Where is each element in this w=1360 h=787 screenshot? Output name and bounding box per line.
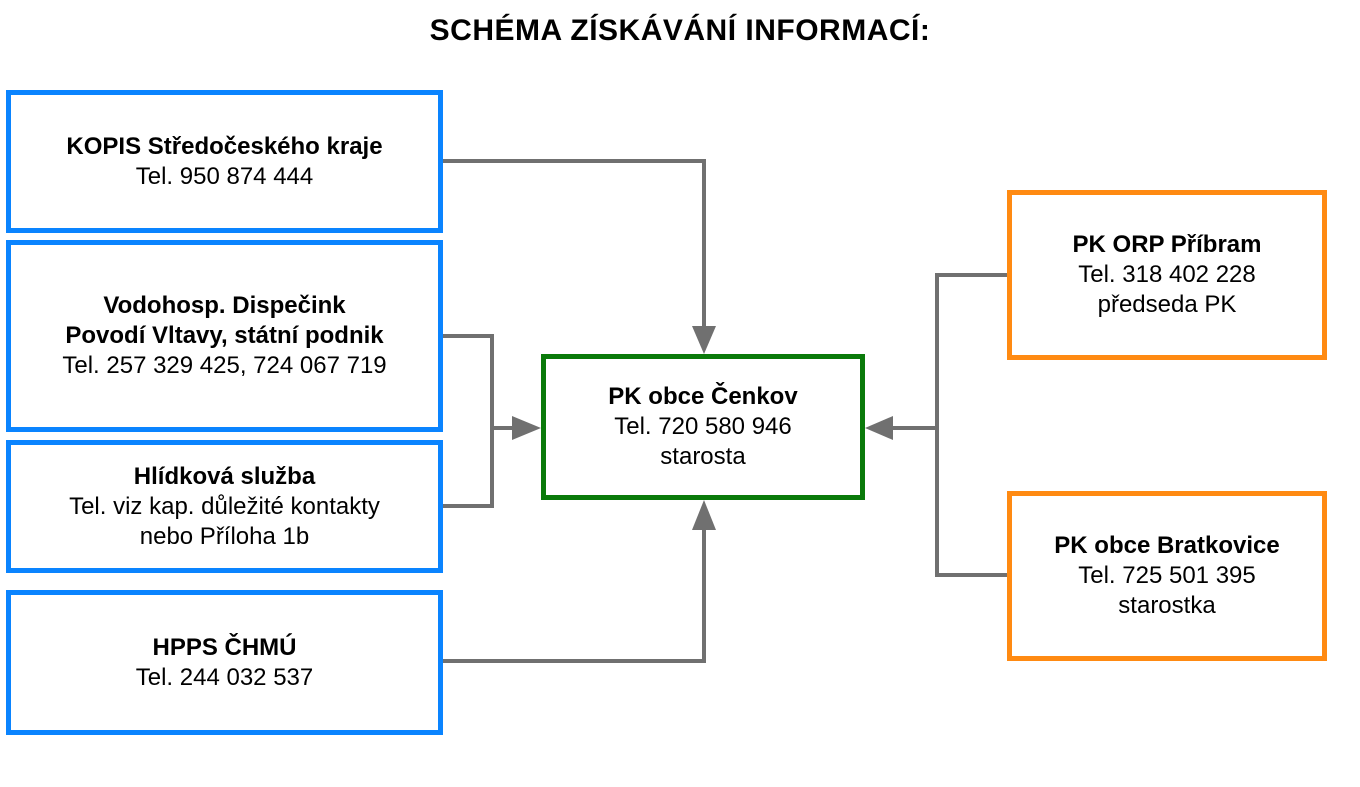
node-kopis-detail: Tel. 950 874 444 bbox=[135, 162, 314, 190]
arrowhead-top bbox=[692, 326, 716, 354]
edge-hpps-to-center bbox=[443, 526, 706, 663]
node-hpps-detail: Tel. 244 032 537 bbox=[135, 663, 314, 691]
arrowhead-left bbox=[512, 416, 541, 440]
node-hpps-name: HPPS ČHMÚ bbox=[152, 633, 297, 661]
node-center: PK obce Čenkov Tel. 720 580 946 starosta bbox=[541, 354, 865, 500]
node-center-name: PK obce Čenkov bbox=[608, 383, 798, 410]
arrowhead-bottom bbox=[692, 500, 716, 530]
node-center-detail: Tel. 720 580 946 starosta bbox=[614, 413, 792, 470]
node-orp-name: PK ORP Příbram bbox=[1072, 231, 1262, 258]
node-hlidkova: Hlídková služba Tel. viz kap. důležité k… bbox=[6, 440, 443, 573]
node-hlidkova-name: Hlídková služba bbox=[133, 462, 316, 490]
node-orp-detail: Tel. 318 402 228 předseda PK bbox=[1078, 261, 1256, 318]
edge-orp-to-center bbox=[935, 273, 1007, 428]
arrowhead-right bbox=[865, 416, 893, 440]
node-bratkovice-detail: Tel. 725 501 395 starostka bbox=[1078, 562, 1256, 619]
node-hpps: HPPS ČHMÚ Tel. 244 032 537 bbox=[6, 590, 443, 735]
edge-hlidkova-to-center bbox=[443, 428, 494, 508]
node-orp: PK ORP Příbram Tel. 318 402 228 předseda… bbox=[1007, 190, 1327, 360]
edge-povodi-to-center bbox=[443, 334, 494, 428]
edge-bratkovice-to-center bbox=[935, 428, 1007, 577]
node-kopis: KOPIS Středočeského kraje Tel. 950 874 4… bbox=[6, 90, 443, 233]
node-povodi-detail: Tel. 257 329 425, 724 067 719 bbox=[62, 352, 387, 379]
diagram-title: SCHÉMA ZÍSKÁVÁNÍ INFORMACÍ: bbox=[429, 14, 931, 47]
node-bratkovice-name: PK obce Bratkovice bbox=[1054, 532, 1280, 559]
node-hlidkova-detail: Tel. viz kap. důležité kontakty nebo Pří… bbox=[69, 492, 380, 550]
node-povodi-name: Vodohosp. Dispečink Povodí Vltavy, státn… bbox=[65, 292, 384, 349]
edge-kopis-to-center bbox=[443, 159, 706, 330]
node-povodi: Vodohosp. Dispečink Povodí Vltavy, státn… bbox=[6, 240, 443, 432]
node-bratkovice: PK obce Bratkovice Tel. 725 501 395 star… bbox=[1007, 491, 1327, 661]
node-kopis-name: KOPIS Středočeského kraje bbox=[66, 132, 383, 160]
